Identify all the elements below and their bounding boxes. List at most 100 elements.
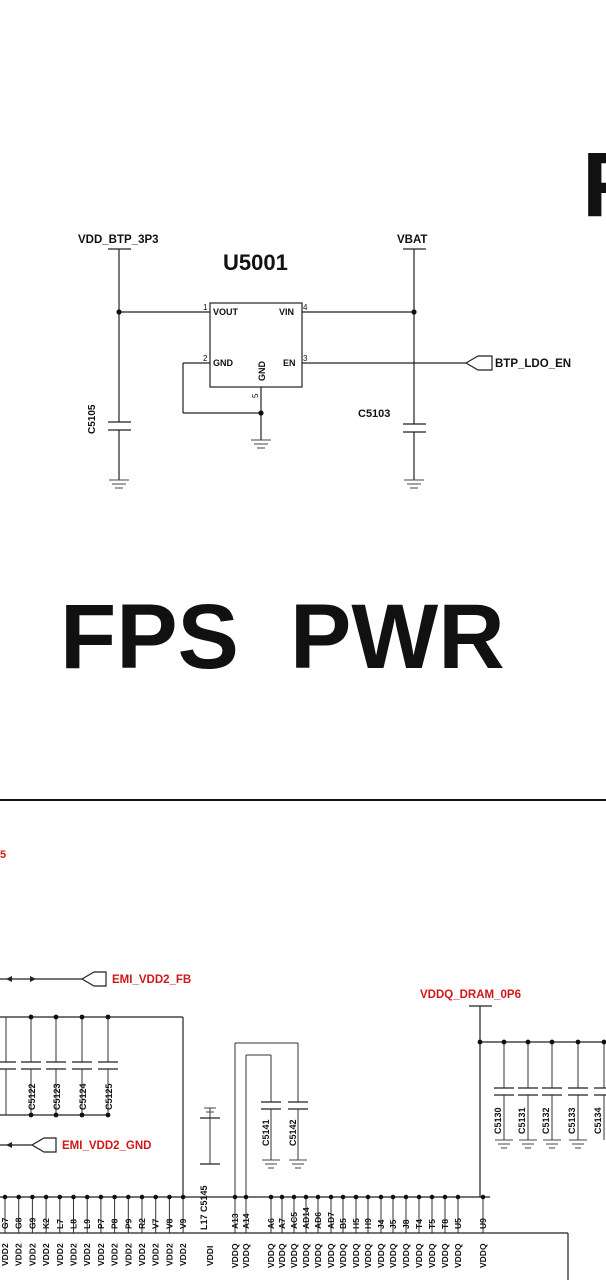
capacitor-group-middle: C5141 C5142 <box>261 1098 308 1169</box>
vdd2-pin-id: V8 <box>164 1218 174 1229</box>
vdd2-pin-row: G7VDD2G8VDD2G9VDD2K2VDD2L7VDD2L8VDD2L9VD… <box>0 1194 188 1266</box>
vddq-pin-label: VDDQ <box>313 1243 323 1268</box>
vdd2-pin-id: V7 <box>151 1218 161 1229</box>
gnd-pin5-number: 5 <box>251 393 260 398</box>
ground-symbol <box>289 1159 307 1169</box>
pin-junction-dot <box>57 1194 63 1200</box>
vddq-pin-label: VDDQ <box>453 1243 463 1268</box>
junction-dot <box>575 1039 581 1045</box>
vddq-pin-label: VDDQ <box>363 1243 373 1268</box>
capacitor-c5130 <box>494 1042 514 1140</box>
pin-junction-dot <box>84 1194 90 1200</box>
vdd2-pin-id: K2 <box>41 1218 51 1229</box>
pin-junction-dot <box>353 1194 359 1200</box>
vddq-pin-id: J5 <box>388 1219 398 1229</box>
vdd2-pin-label: VDD2 <box>0 1243 10 1266</box>
vddq-pin-id: A14 <box>241 1213 251 1229</box>
pin-junction-dot <box>16 1194 22 1200</box>
vddq-pin-id: A6 <box>266 1218 276 1229</box>
vddq-pin-id: B5 <box>338 1218 348 1229</box>
vddq-pin-label: VDDQ <box>440 1243 450 1268</box>
vdd2-pin-id: G7 <box>0 1217 10 1229</box>
vout-pin-number: 1 <box>203 303 208 312</box>
net-label-vbat: VBAT <box>397 234 427 246</box>
pin-junction-dot <box>291 1194 297 1200</box>
vddi-capacitor <box>200 1107 220 1165</box>
vdd2-pin-id: L8 <box>69 1219 79 1229</box>
capacitor-c5124 <box>72 1017 92 1115</box>
pin-junction-dot <box>180 1194 186 1200</box>
vin-junction-dot <box>411 309 417 315</box>
pin-junction-dot <box>268 1194 274 1200</box>
capacitor-c5141 <box>261 1098 281 1160</box>
capacitor-c5131 <box>518 1042 538 1140</box>
pin-junction-dot <box>442 1194 448 1200</box>
pin-junction-dot <box>328 1194 334 1200</box>
vddq-pin-label: VDDQ <box>478 1243 488 1268</box>
vout-junction-dot <box>116 309 122 315</box>
capacitor-label: C5123 <box>52 1083 62 1110</box>
pin-junction-dot <box>279 1194 285 1200</box>
pin-junction-dot <box>139 1194 145 1200</box>
vddq-pin-label: VDDQ <box>388 1243 398 1268</box>
vdd2-pin-id: V9 <box>178 1218 188 1229</box>
vddi-pin-label: VDDI <box>205 1246 215 1266</box>
vdd2-pin-id: L7 <box>55 1219 65 1229</box>
junction-dot <box>28 1014 34 1020</box>
pin-junction-dot <box>390 1194 396 1200</box>
vdd2-pin-label: VDD2 <box>151 1243 161 1266</box>
cut-off-page-label: 5 <box>0 849 6 861</box>
gnd-pin5-name: GND <box>257 361 267 382</box>
pin-junction-dot <box>2 1194 8 1200</box>
vddq-pin-label: VDDQ <box>401 1243 411 1268</box>
pin-junction-dot <box>153 1194 158 1200</box>
pin-junction-dot <box>429 1194 435 1200</box>
ground-symbol <box>519 1139 537 1149</box>
pin-junction-dot <box>98 1194 104 1200</box>
vddq-pin-id: U5 <box>453 1218 463 1229</box>
gnd-pin2-name: GND <box>213 358 234 368</box>
vdd2-pin-label: VDD2 <box>55 1243 65 1266</box>
en-pin-number: 3 <box>303 354 308 363</box>
pin-junction-dot <box>43 1194 49 1200</box>
vdd2-pin-label: VDD2 <box>178 1243 188 1266</box>
vddq-pin-label: VDDQ <box>266 1243 276 1268</box>
pin-junction-dot <box>403 1194 409 1200</box>
c5105-ground-symbol <box>109 479 129 489</box>
capacitor-label: C5142 <box>288 1119 298 1146</box>
c5103-label: C5103 <box>358 408 390 420</box>
capacitor-partial <box>0 1017 16 1115</box>
pin-junction-dot <box>30 1194 35 1200</box>
vddq-pin-id: AD7 <box>326 1212 336 1229</box>
vddq-pin-label: VDDQ <box>277 1243 287 1268</box>
emi-fb-port-flag <box>80 971 107 987</box>
junction-dot <box>53 1112 59 1118</box>
section-heading: FPS PWR <box>60 586 505 688</box>
junction-dot <box>79 1014 85 1020</box>
vdd2-pin-label: VDD2 <box>41 1243 51 1266</box>
junction-dot <box>79 1112 85 1118</box>
vdd2-pin-id: R2 <box>137 1218 147 1229</box>
vddq-pin-label: VDDQ <box>326 1243 336 1268</box>
net-label-emi-vdd2-fb: EMI_VDD2_FB <box>112 974 191 986</box>
capacitor-label: C5134 <box>593 1107 603 1134</box>
vddq-pin-label: VDDQ <box>289 1243 299 1268</box>
feedback-double-arrow <box>0 976 36 982</box>
vdd2-pin-label: VDD2 <box>27 1243 37 1266</box>
capacitor-label: C5141 <box>261 1119 271 1146</box>
capacitor-label: C5124 <box>78 1083 88 1110</box>
pin-junction-dot <box>480 1194 486 1200</box>
vddq-pin-label: VDDQ <box>301 1243 311 1268</box>
vin-pin-name: VIN <box>279 307 294 317</box>
vddq-pin-id: U9 <box>478 1218 488 1229</box>
capacitor-label: C5130 <box>493 1107 503 1134</box>
c5103-ground-symbol <box>404 479 424 489</box>
vddq-pin-id: AD6 <box>313 1212 323 1229</box>
pin-junction-dot <box>303 1194 309 1200</box>
ground-symbol <box>262 1159 280 1169</box>
pin-junction-dot <box>455 1194 461 1200</box>
capacitor-c5125 <box>98 1017 118 1115</box>
